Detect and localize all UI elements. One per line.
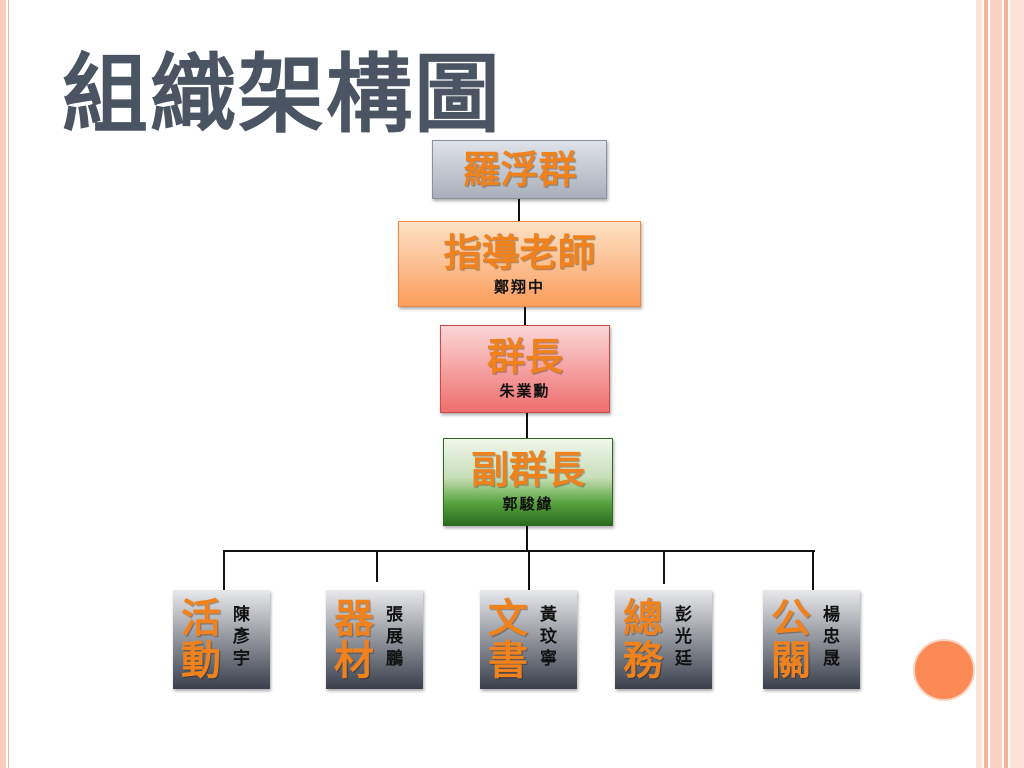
connector-top-advisor bbox=[518, 199, 520, 221]
connector-horizontal-bus bbox=[223, 550, 815, 552]
connector-vice-bus bbox=[526, 526, 528, 551]
org-node-role: 副群長 bbox=[470, 448, 585, 492]
org-node-top: 羅浮群 bbox=[432, 140, 607, 199]
dept-name: 總務 bbox=[623, 596, 663, 684]
right-stripe-decoration bbox=[976, 0, 1024, 768]
dept-name: 公關 bbox=[771, 596, 811, 684]
left-border-decoration bbox=[0, 0, 6, 768]
org-node-vice-leader: 副群長 郭駿緯 bbox=[443, 438, 613, 526]
org-node-person: 郭駿緯 bbox=[502, 495, 554, 513]
org-dept-secretary: 文書 黃玟寧 bbox=[480, 590, 577, 689]
connector-bus-dept-2 bbox=[376, 551, 378, 582]
org-dept-equipment: 器材 張展鵬 bbox=[326, 590, 423, 689]
dept-person: 楊忠晟 bbox=[823, 605, 840, 669]
org-node-person: 朱業勳 bbox=[499, 382, 551, 400]
dept-person: 張展鵬 bbox=[386, 605, 403, 669]
org-node-person: 鄭翔中 bbox=[493, 278, 545, 296]
connector-bus-dept-5 bbox=[812, 551, 814, 590]
left-border-line bbox=[8, 0, 9, 768]
dept-person: 黃玟寧 bbox=[540, 605, 557, 669]
org-dept-activities: 活動 陳彥宇 bbox=[173, 590, 270, 689]
decorative-circle bbox=[913, 639, 975, 701]
dept-person: 彭光廷 bbox=[675, 605, 692, 669]
dept-name: 活動 bbox=[181, 596, 221, 684]
org-dept-general-affairs: 總務 彭光廷 bbox=[615, 590, 712, 689]
connector-bus-dept-4 bbox=[663, 551, 665, 584]
dept-name: 文書 bbox=[488, 596, 528, 684]
org-dept-public-relations: 公關 楊忠晟 bbox=[763, 590, 860, 689]
connector-advisor-leader bbox=[524, 307, 526, 325]
connector-leader-vice bbox=[526, 413, 528, 438]
org-node-advisor: 指導老師 鄭翔中 bbox=[398, 221, 641, 307]
org-node-leader: 群長 朱業勳 bbox=[440, 325, 610, 413]
dept-name: 器材 bbox=[334, 596, 374, 684]
page-title: 組織架構圖 bbox=[62, 45, 502, 145]
org-node-role: 群長 bbox=[486, 335, 563, 379]
connector-bus-dept-3 bbox=[528, 551, 530, 590]
dept-person: 陳彥宇 bbox=[233, 605, 250, 669]
connector-bus-dept-1 bbox=[223, 551, 225, 590]
org-node-role: 指導老師 bbox=[443, 231, 596, 275]
org-node-role: 羅浮群 bbox=[462, 148, 577, 192]
